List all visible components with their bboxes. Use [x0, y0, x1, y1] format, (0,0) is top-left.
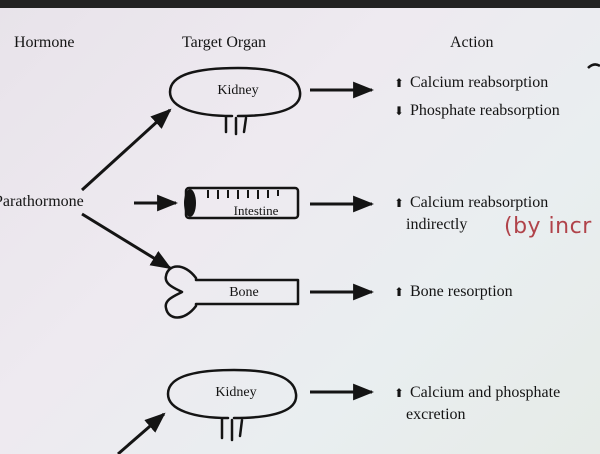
- action-text: Calcium reabsorption: [410, 74, 549, 91]
- kidney-bottom-shape: [166, 368, 298, 442]
- pen-mark: [587, 63, 600, 69]
- action-text: indirectly: [406, 216, 468, 233]
- action-text: Calcium reabsorption: [410, 194, 549, 211]
- kidney-top-shape: [168, 66, 302, 136]
- action-intestine-1: ⬆ Calcium reabsorption: [392, 192, 548, 214]
- arrow-to-bone: [81, 212, 172, 270]
- up-arrow-icon: ⬆: [393, 196, 405, 210]
- header-action: Action: [450, 34, 494, 51]
- intestine-shape: [184, 186, 300, 220]
- organ-label-kidney-top: Kidney: [217, 83, 259, 98]
- up-arrow-icon: ⬆: [393, 76, 405, 90]
- hormone-parathormone: Parathormone: [0, 193, 84, 210]
- organ-label-bone: Bone: [229, 285, 259, 300]
- header-target-organ: Target Organ: [182, 34, 267, 51]
- action-kidney-top-1: ⬆ Calcium reabsorption: [392, 72, 548, 94]
- organ-label-kidney-bottom: Kidney: [215, 385, 257, 400]
- action-kidney-bottom-1: ⬆ Calcium and phosphate: [392, 382, 560, 404]
- action-text: Phosphate reabsorption: [410, 102, 560, 119]
- action-kidney-top-2: ⬇ Phosphate reabsorption: [392, 100, 560, 122]
- bone-shape: [164, 265, 300, 319]
- up-arrow-icon: ⬆: [393, 285, 405, 299]
- down-arrow-icon: ⬇: [393, 104, 405, 118]
- action-text: excretion: [406, 406, 466, 423]
- arrow-to-kidney-top: [80, 108, 172, 192]
- handwritten-note: (by incr: [504, 214, 592, 239]
- action-intestine-2: indirectly: [406, 214, 467, 236]
- action-text: Calcium and phosphate: [410, 384, 561, 401]
- arrow-to-kidney-bottom: [117, 412, 166, 454]
- up-arrow-icon: ⬆: [393, 386, 405, 400]
- top-edge-bar: [0, 0, 600, 8]
- header-hormone: Hormone: [14, 34, 75, 51]
- action-text: Bone resorption: [410, 283, 513, 300]
- organ-label-intestine: Intestine: [233, 203, 279, 218]
- action-kidney-bottom-2: excretion: [406, 404, 466, 426]
- action-bone-1: ⬆ Bone resorption: [392, 281, 513, 303]
